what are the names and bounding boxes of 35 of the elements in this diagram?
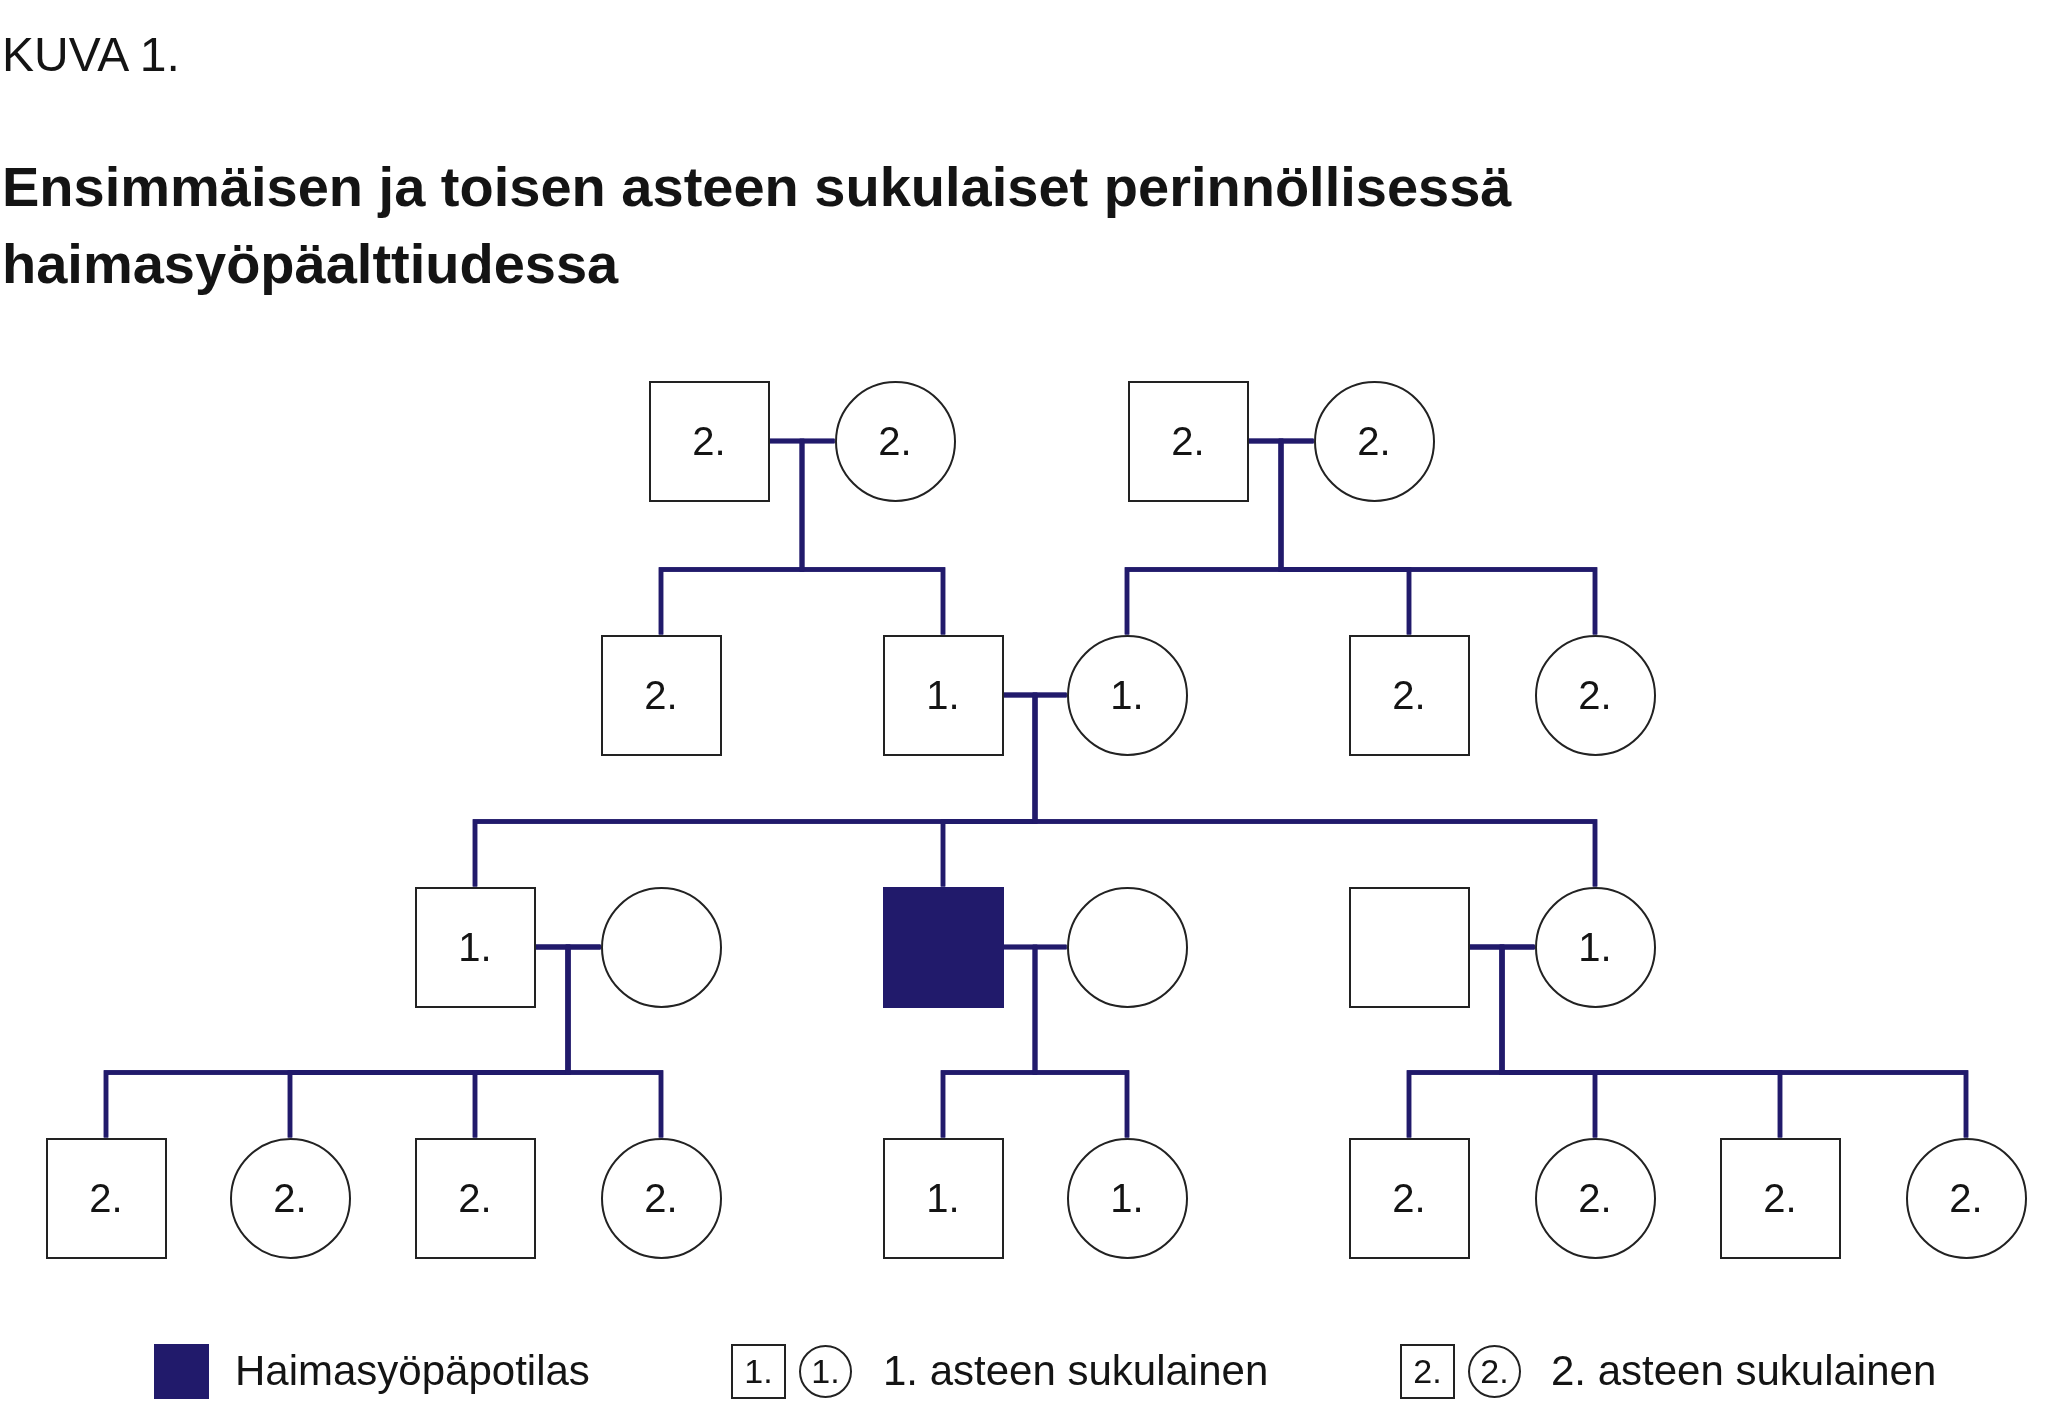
legend-label: 2. asteen sukulainen	[1551, 1347, 1937, 1395]
female-symbol: 2.	[1313, 380, 1435, 502]
female-symbol: 2.	[229, 1137, 351, 1259]
female-symbol: 2.	[834, 380, 956, 502]
male-symbol: 2.	[1348, 1137, 1470, 1259]
figure-number: KUVA 1.	[2, 31, 180, 79]
male-symbol: 2.	[414, 1137, 536, 1259]
female-symbol: 1.	[1066, 1137, 1188, 1259]
title: Ensimmäisen ja toisen asteen sukulaiset perinnöllisessä haimasyöpäalttiudessa	[2, 154, 1513, 297]
legend-circle-symbol: 2.	[1468, 1344, 1521, 1398]
female-symbol: 2.	[1905, 1137, 2027, 1259]
male-symbol: 1.	[882, 634, 1004, 756]
descent-line	[565, 944, 664, 1138]
male-symbol: 2.	[600, 634, 722, 756]
female-symbol: 2.	[600, 1137, 722, 1259]
descent-line	[1032, 944, 1130, 1138]
descent-line	[799, 438, 946, 635]
male-symbol: 1.	[414, 886, 536, 1008]
male-symbol: 1.	[882, 1137, 1004, 1259]
female-symbol: 1.	[1534, 886, 1656, 1008]
male-symbol: 2.	[648, 380, 770, 502]
legend-square-symbol: 2.	[1400, 1343, 1455, 1399]
male-symbol: 2.	[1719, 1137, 1841, 1259]
male-symbol: 2.	[1348, 634, 1470, 756]
affected-male-symbol	[882, 886, 1004, 1008]
female-symbol: 2.	[1534, 1137, 1656, 1259]
male-symbol: 2.	[1127, 380, 1249, 502]
female-symbol: 2.	[1534, 634, 1656, 756]
legend-square-symbol: 1.	[731, 1343, 786, 1399]
male-symbol	[1348, 886, 1470, 1008]
female-symbol: 1.	[1066, 634, 1188, 756]
legend-label: Haimasyöpäpotilas	[235, 1347, 590, 1395]
male-symbol: 2.	[45, 1137, 167, 1259]
legend-circle-symbol: 1.	[799, 1344, 852, 1398]
legend-label: 1. asteen sukulainen	[883, 1347, 1269, 1395]
